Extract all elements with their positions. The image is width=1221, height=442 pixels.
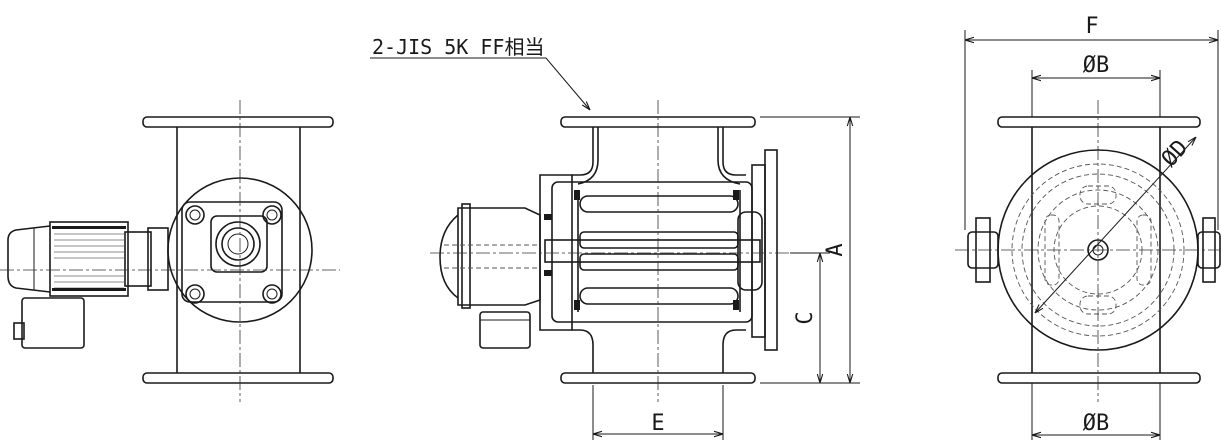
dim-f-label: F [1085, 14, 1098, 39]
end-view: F ØB ØB ØD [955, 14, 1221, 440]
front-view [0, 100, 340, 402]
dim-b-bottom-label: ØB [1083, 411, 1110, 436]
side-section-view: 2-JIS 5K FF相当 A C E [370, 35, 860, 440]
flange-note: 2-JIS 5K FF相当 [372, 35, 544, 59]
dim-e-label: E [651, 411, 664, 436]
dim-d-label: ØD [1157, 135, 1193, 171]
dim-b-top-label: ØB [1083, 53, 1110, 78]
dim-a-label: A [823, 243, 848, 256]
dim-c-label: C [793, 311, 818, 324]
rotor-vanes [579, 195, 739, 305]
